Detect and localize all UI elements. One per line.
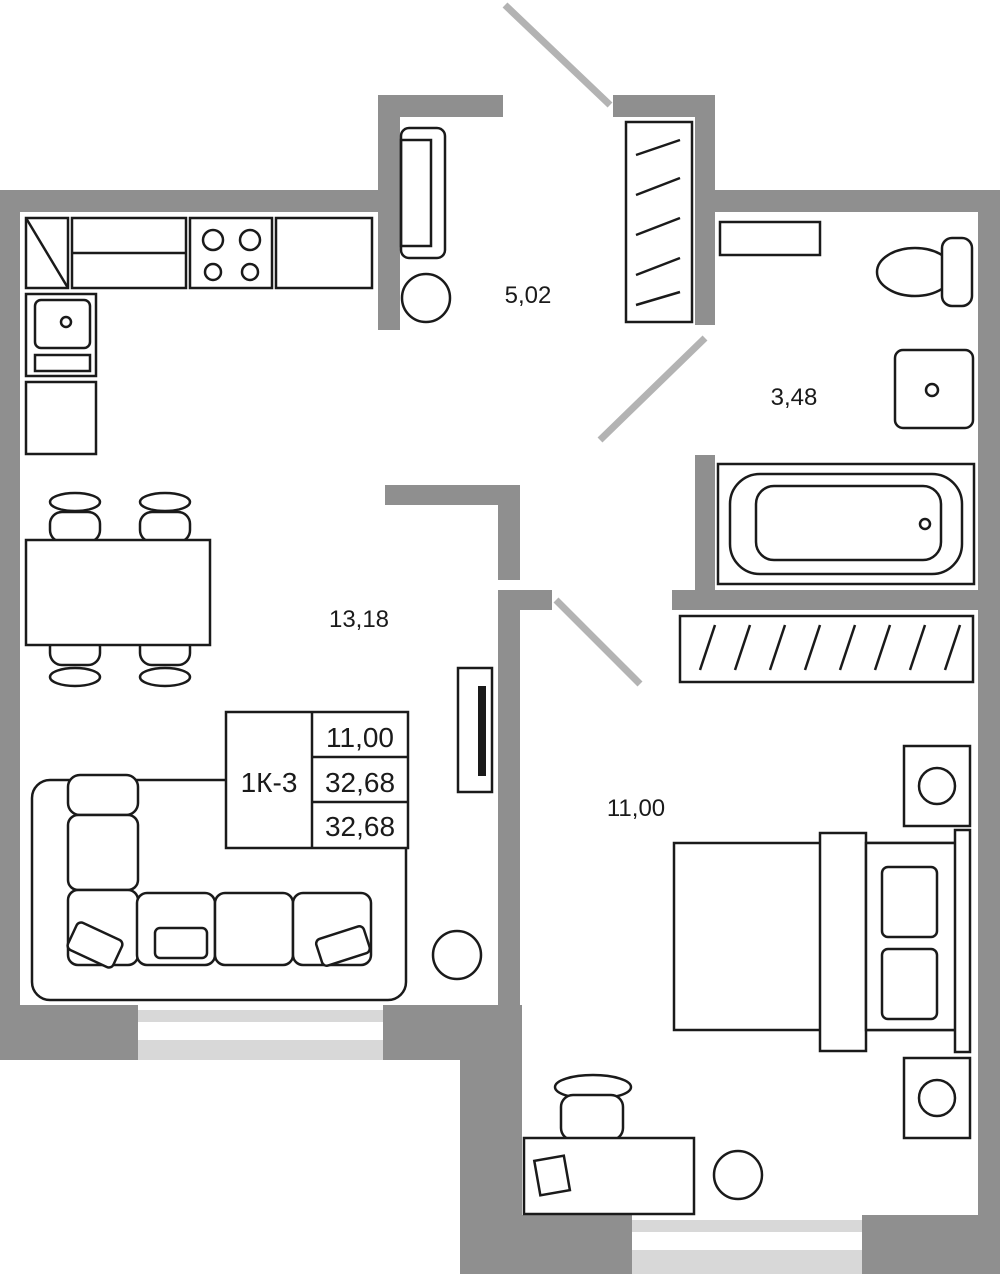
entrance-door	[502, 2, 613, 108]
nightstand-top	[902, 744, 972, 828]
plant-bedroom	[712, 1149, 764, 1201]
bathroom-area: 3,48	[771, 384, 818, 411]
apartment-code: 1К-3	[241, 767, 298, 798]
dining-table	[24, 538, 212, 647]
apartment-tag: 1К-3 11,00 32,68 32,68	[224, 710, 410, 850]
bedroom-door	[553, 597, 643, 687]
bathtub	[716, 462, 976, 586]
total-area-balcony-value: 32,68	[325, 811, 395, 842]
plant-living	[431, 929, 483, 981]
dining-set	[24, 491, 212, 688]
kitchen-units	[24, 216, 374, 456]
bathroom-fixtures	[716, 220, 976, 586]
stove	[188, 216, 274, 290]
tv-unit	[456, 666, 494, 794]
window-living	[138, 1010, 383, 1022]
hallway-furniture	[399, 120, 694, 324]
living-area-value: 11,00	[326, 722, 394, 753]
hallway-area: 5,02	[505, 282, 552, 309]
room-area-labels: 5,02 3,48 13,18 11,00	[329, 282, 817, 822]
living-kitchen-area: 13,18	[329, 606, 389, 633]
total-area-value: 32,68	[325, 767, 395, 798]
walls	[0, 95, 1000, 1274]
wardrobe-hallway	[624, 120, 694, 324]
kitchen-sink	[24, 292, 98, 378]
wardrobe-bedroom	[678, 614, 975, 684]
windows	[138, 1010, 862, 1274]
nightstand-bottom	[902, 1056, 972, 1140]
bathroom-door	[597, 335, 708, 443]
window-bedroom	[632, 1220, 862, 1232]
bedroom-furniture	[522, 614, 975, 1216]
bathroom-sink	[893, 348, 975, 430]
doors	[502, 2, 708, 687]
bedroom-area: 11,00	[607, 795, 665, 822]
